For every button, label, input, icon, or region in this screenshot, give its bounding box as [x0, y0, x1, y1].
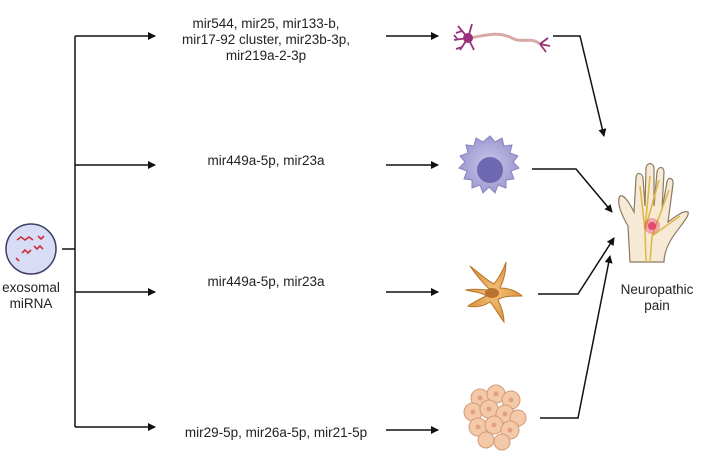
branch-bracket	[62, 32, 156, 431]
source-label-line1: exosomal	[2, 280, 60, 295]
pathway-4-mirna-label: mir29-5p, mir26a-5p, mir21-5p	[160, 425, 392, 441]
pathway-4-line1: mir29-5p, mir26a-5p, mir21-5p	[184, 425, 368, 440]
astrocyte-to-pain-arrow	[538, 237, 615, 295]
pathway-1-line2: mir17-92 cluster, mir23b-3p,	[181, 32, 351, 47]
neuron-icon	[453, 23, 551, 53]
cell-cluster-icon	[463, 384, 527, 451]
pathway-3-mirna-label: mir449a-5p, mir23a	[160, 274, 372, 290]
source-label: exosomal miRNA	[0, 280, 62, 312]
macrophage-to-pain-arrow	[532, 168, 613, 213]
cluster-to-pain-arrow	[540, 255, 613, 419]
pathway-1-mirna-label: mir544, mir25, mir133-b, mir17-92 cluste…	[160, 16, 372, 64]
painful-hand-icon	[618, 162, 689, 263]
pathway-1-line1: mir544, mir25, mir133-b,	[192, 16, 340, 31]
target-label-line1: Neuropathic	[620, 282, 694, 297]
exosome-vesicle-icon	[5, 223, 57, 275]
macrophage-icon	[458, 135, 520, 194]
pathway-1-line3: mir219a-2-3p	[225, 48, 307, 63]
pathway-2-line1: mir449a-5p, mir23a	[207, 153, 325, 168]
astrocyte-icon	[464, 261, 524, 324]
pathway-3-line1: mir449a-5p, mir23a	[207, 274, 325, 289]
neuron-to-pain-arrow	[553, 35, 607, 137]
pathway-2-mirna-label: mir449a-5p, mir23a	[160, 153, 372, 169]
source-label-line2: miRNA	[9, 296, 53, 311]
target-label: Neuropathic pain	[612, 282, 702, 314]
target-label-line2: pain	[644, 298, 670, 313]
